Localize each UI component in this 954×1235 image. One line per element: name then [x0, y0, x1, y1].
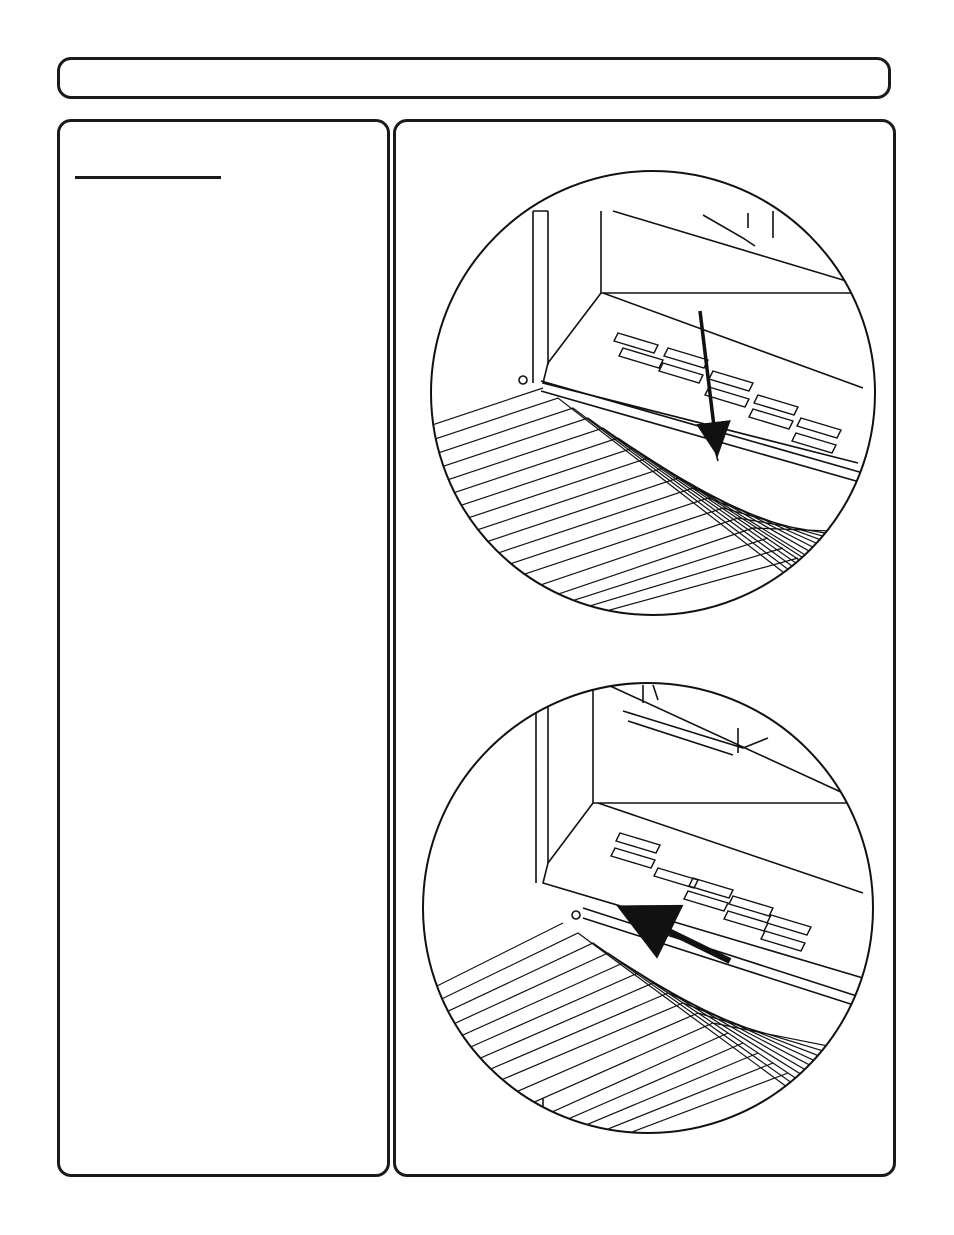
illustration-svg	[422, 170, 876, 1134]
detail-view-top	[431, 203, 875, 615]
detail-circle-bottom	[422, 682, 874, 1134]
detail-view-bottom	[423, 683, 873, 1133]
detail-circle-top	[430, 170, 876, 616]
instructions-panel	[57, 119, 390, 1177]
illustration-panel	[393, 119, 896, 1177]
arrow-left-icon	[616, 904, 732, 964]
arrow-down-icon	[696, 310, 731, 457]
instructions-heading	[75, 150, 221, 179]
title-bar	[57, 57, 891, 99]
